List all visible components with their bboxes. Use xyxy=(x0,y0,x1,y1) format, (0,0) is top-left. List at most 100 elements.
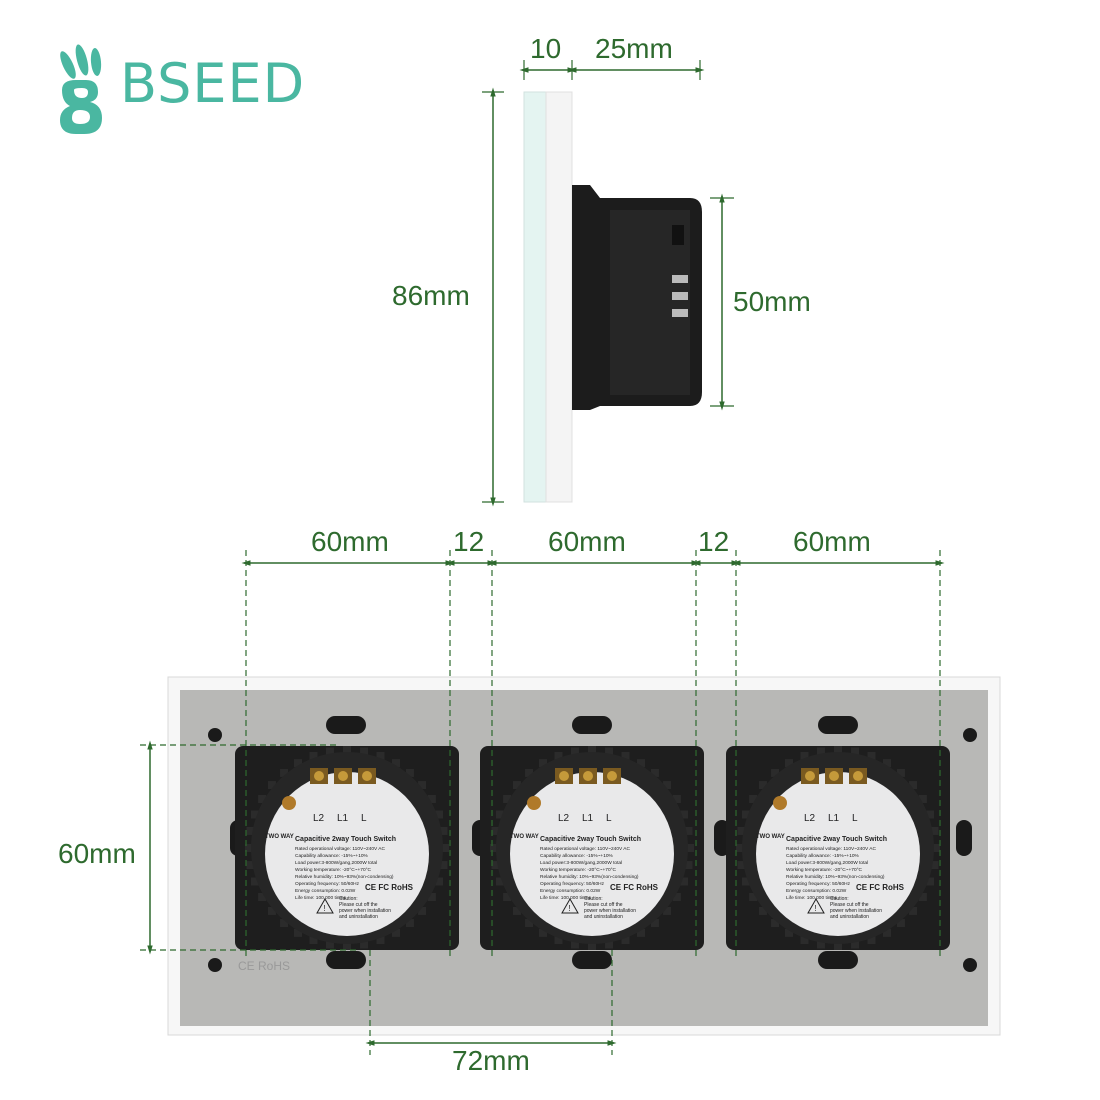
module-tooth xyxy=(503,795,512,803)
module-tooth xyxy=(439,826,448,835)
terminal-screw-head xyxy=(559,771,569,781)
module-tooth xyxy=(491,826,500,835)
side-view-drawing xyxy=(482,60,734,507)
module-spec-line: Life time: 100,000 times xyxy=(786,895,838,901)
module-tooth xyxy=(294,928,302,937)
module-tooth xyxy=(427,795,436,803)
module-tooth xyxy=(650,919,659,928)
module-tag: TWO WAY xyxy=(756,834,785,840)
terminal-screw-head xyxy=(853,771,863,781)
module-tooth xyxy=(418,781,427,790)
terminal-label: L2 xyxy=(558,813,570,824)
warning-icon xyxy=(561,897,579,914)
dim-module-width-2: 60mm xyxy=(548,526,626,557)
module-tooth xyxy=(495,810,504,819)
module-tooth xyxy=(851,747,860,756)
terminal-screw-head xyxy=(314,771,324,781)
frame-screw-hole xyxy=(963,958,977,972)
module-tooth xyxy=(570,940,579,949)
frame-side-slot xyxy=(956,820,972,856)
terminal-screw-head xyxy=(362,771,372,781)
module-tooth xyxy=(621,936,630,945)
module-spec-line: Load power:3-800W/gang,2000W total xyxy=(295,860,377,866)
module-tooth xyxy=(325,940,334,949)
bseed-logo-icon xyxy=(60,44,102,134)
module-spec-line: Rated operational voltage: 110V~240V AC xyxy=(295,846,385,852)
module-spec-line: Load power:3-800W/gang,2000W total xyxy=(540,860,622,866)
module-tooth xyxy=(785,759,793,768)
warning-icon-mark: ! xyxy=(815,904,817,913)
module-tooth xyxy=(883,928,891,937)
module-tooth xyxy=(441,844,449,852)
module-caution-line: Caution: xyxy=(584,896,603,902)
module-spec-line: Capability allowance: -15%~+10% xyxy=(540,853,614,859)
terminal-screw-head xyxy=(338,771,348,781)
module-tooth xyxy=(684,861,693,870)
module-certs: CE FC RoHS xyxy=(856,883,905,892)
module-spec-line: Relative humidity: 10%~93%(non-condensin… xyxy=(540,874,639,880)
module-tooth xyxy=(909,781,918,790)
module-tooth xyxy=(405,919,414,928)
module-tooth xyxy=(686,844,694,852)
module-tooth xyxy=(570,747,579,756)
module-tooth xyxy=(435,877,444,886)
module-spec-line: Relative humidity: 10%~93%(non-condensin… xyxy=(295,874,394,880)
module-label-disc xyxy=(756,772,920,936)
module-tooth xyxy=(834,942,842,950)
module-tooth xyxy=(427,893,436,901)
module-tooth xyxy=(554,936,563,945)
frame-screw-hole xyxy=(208,958,222,972)
module-tooth xyxy=(867,751,876,760)
module-tooth xyxy=(637,759,645,768)
terminal-label: L2 xyxy=(313,813,325,824)
module-spec-line: Rated operational voltage: 110V~240V AC xyxy=(540,846,630,852)
module-caution-line: and uninstallation xyxy=(830,914,869,920)
module-spec-line: Relative humidity: 10%~93%(non-condensin… xyxy=(786,874,885,880)
dim-module-width-1: 60mm xyxy=(311,526,389,557)
module-tooth xyxy=(737,826,746,835)
module-tooth xyxy=(392,928,400,937)
frame-slot xyxy=(818,951,858,969)
module-tooth xyxy=(926,810,935,819)
module-tooth xyxy=(258,795,267,803)
frame-screw-hole xyxy=(208,728,222,742)
module-title: Capacitive 2way Touch Switch xyxy=(540,836,641,843)
module-led xyxy=(527,796,541,810)
module-tooth xyxy=(834,746,842,754)
module-tooth xyxy=(309,936,318,945)
frame-slot xyxy=(326,716,366,734)
module-tooth xyxy=(672,795,681,803)
module-spec-line: Capability allowance: -15%~+10% xyxy=(786,853,860,859)
module-tooth xyxy=(932,844,940,852)
module-spec-line: Life time: 100,000 times xyxy=(295,895,347,901)
terminal-label: L2 xyxy=(804,813,816,824)
frame-slot xyxy=(572,951,612,969)
module-tooth xyxy=(246,861,255,870)
module-tooth xyxy=(250,877,259,886)
module-tooth xyxy=(816,940,825,949)
module-label-disc xyxy=(510,772,674,936)
module-tooth xyxy=(909,906,918,915)
terminal-label: L xyxy=(852,813,858,824)
module-tooth xyxy=(663,906,672,915)
terminal-label: L1 xyxy=(337,813,349,824)
module-tooth xyxy=(405,768,414,777)
module-tooth xyxy=(680,810,689,819)
module-tooth xyxy=(637,928,645,937)
side-back-plate xyxy=(545,91,573,503)
module-tooth xyxy=(392,759,400,768)
module-tooth xyxy=(588,746,596,754)
module-spec-line: Energy consumption: 0.02W xyxy=(786,888,847,894)
module-tooth xyxy=(246,826,255,835)
module-tooth xyxy=(294,759,302,768)
dim-module-width-3: 60mm xyxy=(793,526,871,557)
module-tooth xyxy=(491,861,500,870)
module-tooth xyxy=(785,928,793,937)
module-caution-line: Caution: xyxy=(830,896,849,902)
module-caution-line: Please cut off the xyxy=(339,902,378,908)
dim-gap-1: 12 xyxy=(453,526,485,557)
module-caution-line: power when installation xyxy=(339,908,391,914)
module-tooth xyxy=(503,893,512,901)
